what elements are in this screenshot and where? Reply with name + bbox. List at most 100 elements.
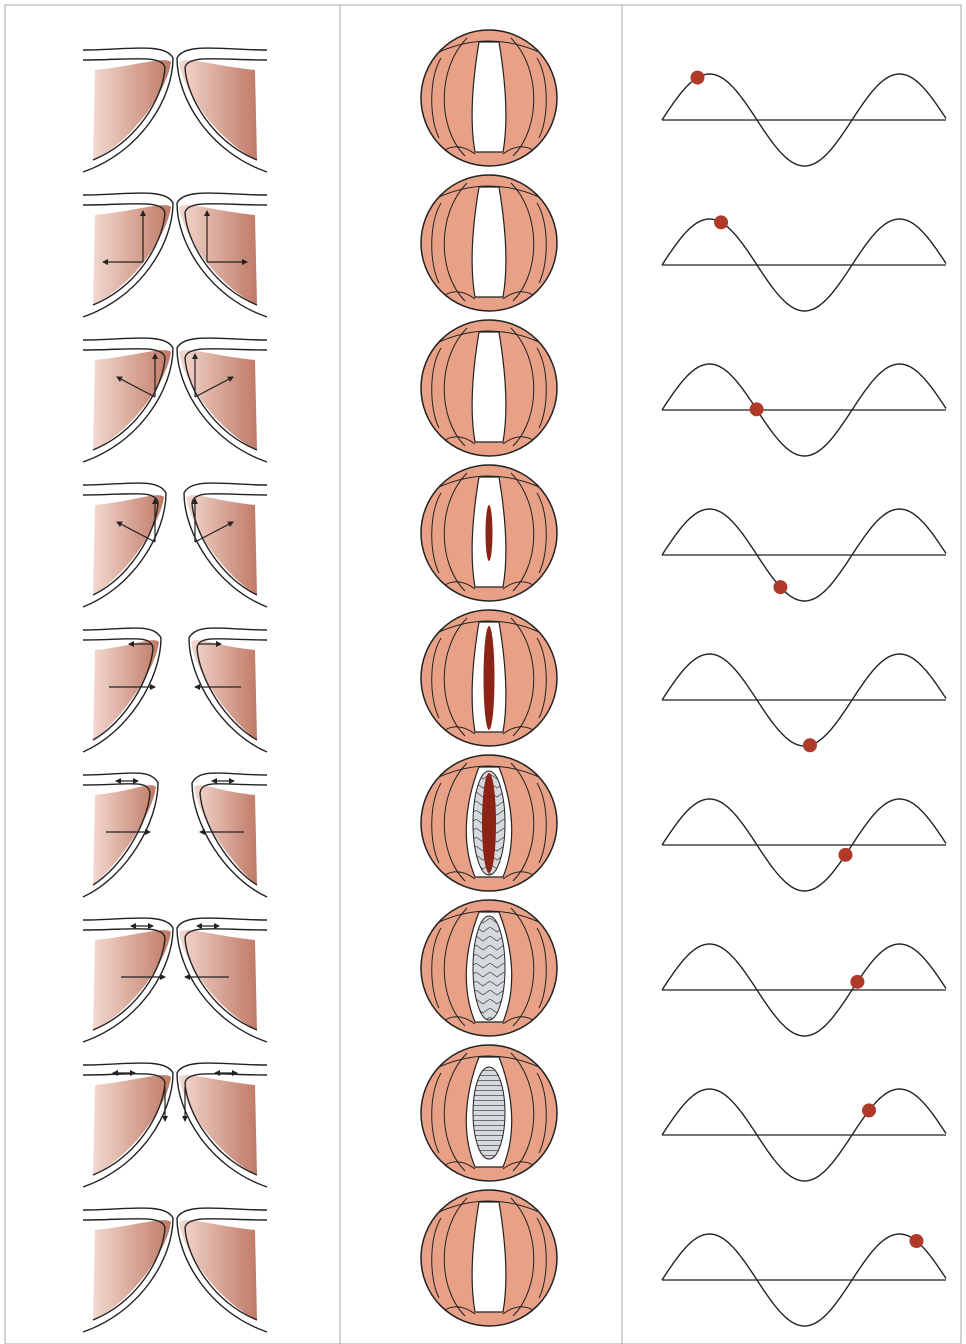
ventricle-line (536, 637, 547, 719)
mucosa-outline (176, 1062, 268, 1188)
arytenoid-line (502, 1016, 534, 1025)
arytenoid-line (444, 871, 476, 880)
waveform-6 (661, 798, 947, 892)
fold-body-outline (196, 638, 268, 741)
vestibular-fold-line (510, 762, 535, 882)
waveform-curve (661, 508, 947, 602)
fold-body-outline (184, 1218, 268, 1321)
vestibular-fold-line (443, 182, 468, 302)
mucosa-outline (183, 482, 268, 608)
vocal-fold-edges (471, 1201, 507, 1313)
arytenoid-line (444, 1161, 476, 1170)
waveform-curve (661, 1088, 947, 1182)
vestibular-fold-line (443, 762, 468, 882)
vestibular-fold-line (443, 1052, 468, 1172)
coronal-section-6 (82, 772, 268, 898)
glottis-view-7 (420, 899, 558, 1037)
mucosal-wave (472, 915, 506, 1021)
waveform-curve (661, 363, 947, 457)
mucosa-outline (82, 337, 174, 463)
arytenoid-line (444, 726, 476, 735)
arrow-oblique (116, 521, 156, 543)
mucosa-outline (82, 772, 159, 898)
left-vocal-fold (188, 627, 268, 753)
ventricle-line (536, 1217, 547, 1299)
glottis-view-2 (420, 174, 558, 312)
left-vocal-fold (176, 47, 268, 173)
right-vocal-fold (82, 1207, 174, 1333)
arytenoid-line (502, 1306, 534, 1315)
vestibular-fold-line (510, 472, 535, 592)
mucosa-outline (82, 1207, 174, 1333)
ventricle-line (536, 1072, 547, 1154)
waveform-4 (661, 508, 947, 602)
arrow-oblique (116, 376, 156, 398)
ventricle-line (431, 202, 442, 284)
glottis-view-8 (420, 1044, 558, 1182)
vestibular-fold-line (510, 907, 535, 1027)
arytenoid-line (444, 1016, 476, 1025)
vocal-fold-edges (471, 41, 507, 153)
ventricle-line (431, 1217, 442, 1299)
coronal-section-5 (82, 627, 268, 753)
vestibular-fold-line (443, 37, 468, 157)
left-vocal-fold (176, 1062, 268, 1188)
left-vocal-fold (176, 337, 268, 463)
glottal-opening (483, 626, 495, 730)
fold-tissue (179, 1075, 257, 1175)
epiglottis-line (438, 475, 540, 488)
glottis-top-view-column (420, 29, 558, 1327)
fold-tissue (93, 640, 159, 740)
arytenoid-line (502, 581, 534, 590)
phase-marker (690, 70, 705, 85)
phase-marker (749, 402, 764, 417)
mucosa-outline (82, 47, 174, 173)
fold-tissue (179, 350, 257, 450)
arytenoid-line (502, 291, 534, 300)
vestibular-fold-line (443, 907, 468, 1027)
arytenoid-line (502, 1161, 534, 1170)
phase-marker (838, 847, 853, 862)
phase-marker (909, 1234, 924, 1249)
vestibular-fold-line (443, 1197, 468, 1317)
fold-body-outline (82, 203, 166, 306)
epiglottis-line (438, 1055, 540, 1068)
ventricle-line (431, 347, 442, 429)
fold-tissue (186, 495, 257, 595)
glottis-view-6 (420, 754, 558, 892)
arytenoid-line (444, 581, 476, 590)
phase-marker (773, 580, 788, 595)
epiglottis-line (438, 1200, 540, 1213)
right-vocal-fold (82, 917, 174, 1043)
fold-tissue (179, 930, 257, 1030)
ventricle-line (431, 927, 442, 1009)
fold-tissue (93, 350, 171, 450)
fold-body-outline (184, 58, 268, 161)
fold-tissue (93, 495, 164, 595)
ventricle-line (536, 57, 547, 139)
arytenoid-line (502, 726, 534, 735)
mucosa-outline (82, 627, 162, 753)
fold-tissue (191, 640, 257, 740)
waveform-curve (661, 943, 947, 1037)
coronal-section-8 (82, 1062, 268, 1188)
phase-marker (802, 738, 817, 753)
epiglottis-line (438, 765, 540, 778)
right-vocal-fold (82, 627, 162, 753)
glottal-opening (482, 773, 496, 873)
left-vocal-fold (176, 917, 268, 1043)
vocal-fold-edges (471, 331, 507, 443)
panel-borders (4, 4, 962, 1344)
vestibular-fold-line (510, 617, 535, 737)
ventricle-line (536, 347, 547, 429)
mucosa-outline (82, 482, 167, 608)
waveform-8 (661, 1088, 947, 1182)
vestibular-fold-line (510, 327, 535, 447)
fold-tissue (179, 60, 257, 160)
fold-body-outline (82, 348, 166, 451)
right-vocal-fold (82, 192, 174, 318)
ventricle-line (431, 782, 442, 864)
coronal-section-7 (82, 917, 268, 1043)
mucosa-outline (82, 917, 174, 1043)
